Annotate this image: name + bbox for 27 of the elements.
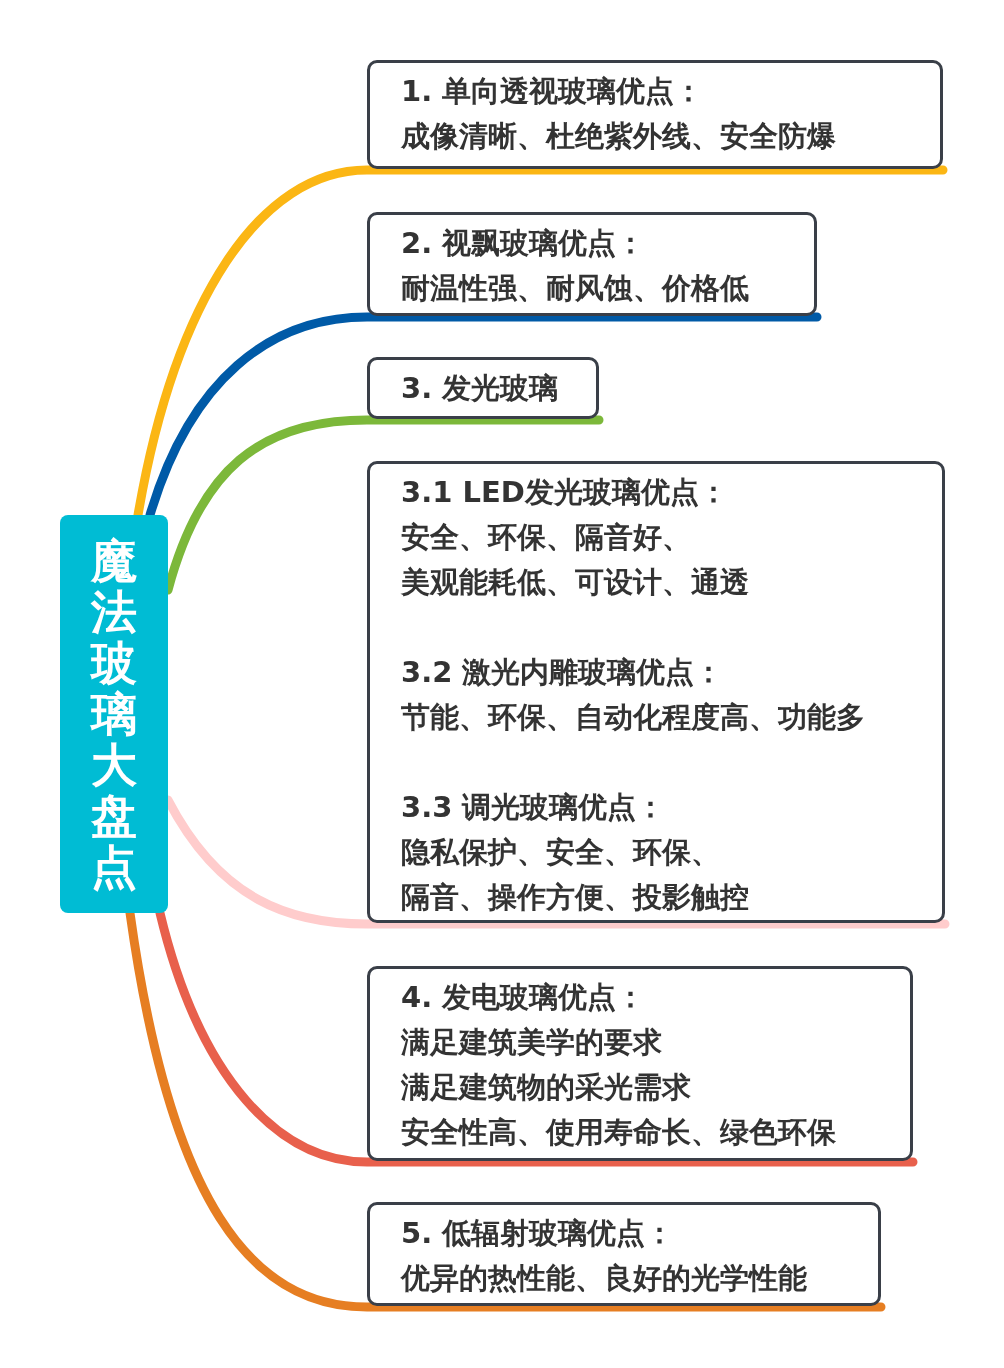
topic-text: 安全、环保、隔音好、 bbox=[401, 519, 692, 556]
topic-text: 隐私保护、安全、环保、 bbox=[401, 834, 721, 871]
topic-text: 3.3 调光玻璃优点： bbox=[401, 789, 667, 826]
topic-text: 隔音、操作方便、投影触控 bbox=[401, 879, 750, 916]
topic-box bbox=[367, 357, 599, 419]
topic-text: 优异的热性能、良好的光学性能 bbox=[401, 1260, 808, 1297]
topic-box bbox=[367, 461, 945, 923]
topic-text: 4. 发电玻璃优点： bbox=[401, 979, 647, 1016]
topic-box bbox=[367, 1202, 881, 1306]
topic-box bbox=[367, 966, 913, 1161]
topic-text: 1. 单向透视玻璃优点： bbox=[401, 73, 705, 110]
topic-text: 3. 发光玻璃 bbox=[401, 370, 560, 407]
topic-text: 节能、环保、自动化程度高、功能多 bbox=[401, 699, 866, 736]
topic-text: 耐温性强、耐风蚀、价格低 bbox=[401, 270, 750, 307]
topic-text: 3.1 LED发光玻璃优点： bbox=[401, 474, 729, 511]
topic-text: 3.2 激光内雕玻璃优点： bbox=[401, 654, 725, 691]
topic-text: 5. 低辐射玻璃优点： bbox=[401, 1215, 676, 1252]
topic-text: 安全性高、使用寿命长、绿色环保 bbox=[401, 1114, 837, 1151]
topic-text: 2. 视飘玻璃优点： bbox=[401, 225, 647, 262]
topic-box bbox=[367, 60, 943, 169]
topic-box bbox=[367, 212, 817, 316]
topic-text: 美观能耗低、可设计、通透 bbox=[401, 564, 750, 601]
topic-text: 成像清晰、杜绝紫外线、安全防爆 bbox=[401, 118, 837, 155]
central-topic-box bbox=[60, 515, 168, 913]
topic-text: 满足建筑物的采光需求 bbox=[401, 1069, 692, 1106]
central-topic-text: 魔法玻璃大盘点 bbox=[90, 535, 138, 893]
topic-text: 满足建筑美学的要求 bbox=[401, 1024, 663, 1061]
